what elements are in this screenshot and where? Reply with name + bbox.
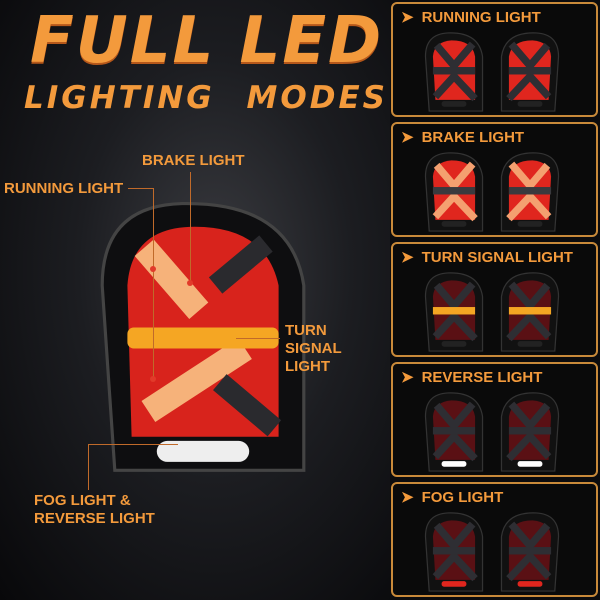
leader-line xyxy=(128,188,154,189)
headline-line2: LIGHTING MODES xyxy=(24,80,388,116)
panel-title: ➤ REVERSE LIGHT xyxy=(401,368,542,386)
panel-running-light: ➤ RUNNING LIGHT xyxy=(391,2,598,117)
panel-title: ➤ RUNNING LIGHT xyxy=(401,8,541,26)
panel-label: TURN SIGNAL LIGHT xyxy=(421,249,573,266)
callout-dot xyxy=(150,376,156,382)
panel-title: ➤ BRAKE LIGHT xyxy=(401,128,524,146)
panel-turn-light: ➤ TURN SIGNAL LIGHT xyxy=(391,242,598,357)
panel-fog-light: ➤ FOG LIGHT xyxy=(391,482,598,597)
leader-line xyxy=(190,172,191,282)
tail-lights-pair-image xyxy=(423,30,561,115)
leader-line xyxy=(88,444,89,490)
panel-label: FOG LIGHT xyxy=(421,489,504,506)
panel-title: ➤ FOG LIGHT xyxy=(401,488,503,506)
panel-label: REVERSE LIGHT xyxy=(421,369,543,386)
callout-reverse-light: REVERSE LIGHT xyxy=(34,510,155,527)
tail-lights-pair-image xyxy=(423,270,561,355)
panel-title: ➤ TURN SIGNAL LIGHT xyxy=(401,248,573,266)
headline-line1: FULL LED xyxy=(30,4,384,78)
callout-dot xyxy=(150,266,156,272)
leader-line xyxy=(236,338,280,339)
callout-fog-light: FOG LIGHT & xyxy=(34,492,131,509)
leader-line xyxy=(153,188,154,378)
panel-brake-light: ➤ BRAKE LIGHT xyxy=(391,122,598,237)
tail-lights-pair-image xyxy=(423,390,561,475)
arrow-icon: ➤ xyxy=(401,129,414,146)
panel-reverse-light: ➤ REVERSE LIGHT xyxy=(391,362,598,477)
main-tail-light-image xyxy=(98,198,308,482)
arrow-icon: ➤ xyxy=(401,9,414,26)
leader-line xyxy=(88,444,178,445)
tail-lights-pair-image xyxy=(423,510,561,595)
arrow-icon: ➤ xyxy=(401,489,414,506)
arrow-icon: ➤ xyxy=(401,249,414,266)
panel-label: RUNNING LIGHT xyxy=(421,9,541,26)
panel-label: BRAKE LIGHT xyxy=(421,129,525,146)
callout-running-light: RUNNING LIGHT xyxy=(4,180,124,197)
callout-brake-light: BRAKE LIGHT xyxy=(142,152,245,169)
callout-turn-signal: TURN SIGNAL LIGHT xyxy=(285,322,342,375)
tail-lights-pair-image xyxy=(423,150,561,235)
arrow-icon: ➤ xyxy=(401,369,414,386)
callout-dot xyxy=(187,280,193,286)
